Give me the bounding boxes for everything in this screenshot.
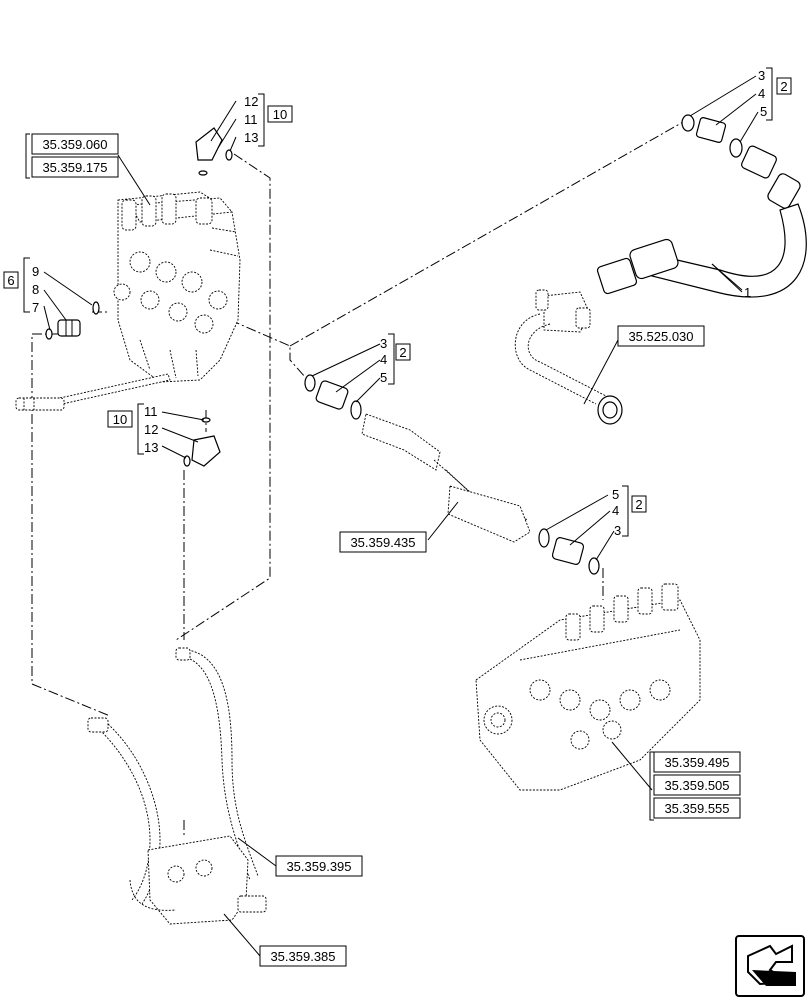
svg-text:2: 2 xyxy=(635,497,642,512)
callout-13: 13 xyxy=(144,440,158,455)
callout-13: 13 xyxy=(244,130,258,145)
svg-text:35.359.555: 35.359.555 xyxy=(664,801,729,816)
callout-hose-1: 1 xyxy=(744,285,751,300)
control-cable-left xyxy=(15,373,171,411)
control-valve-bottom xyxy=(129,835,267,925)
svg-text:35.359.505: 35.359.505 xyxy=(664,778,729,793)
fitting-left xyxy=(45,301,100,340)
ref-box-35-359-555[interactable]: 35.359.555 xyxy=(653,797,741,819)
elbow-fitting-bottom xyxy=(183,417,221,467)
ref-box-35-359-435[interactable]: 35.359.435 xyxy=(339,531,427,553)
callout-12: 12 xyxy=(244,94,258,109)
svg-text:35.359.175: 35.359.175 xyxy=(42,160,107,175)
ref-box-35-359-495[interactable]: 35.359.495 xyxy=(653,751,741,773)
ref-box-35-359-395[interactable]: 35.359.395 xyxy=(275,855,363,877)
svg-text:35.359.385: 35.359.385 xyxy=(270,949,335,964)
fitting-right xyxy=(538,528,600,575)
svg-text:10: 10 xyxy=(273,107,287,122)
callout-3: 3 xyxy=(758,68,765,83)
svg-text:6: 6 xyxy=(7,273,14,288)
svg-text:35.359.435: 35.359.435 xyxy=(350,535,415,550)
svg-text:35.359.060: 35.359.060 xyxy=(42,137,107,152)
svg-text:10: 10 xyxy=(113,412,127,427)
ref-box-35-359-385[interactable]: 35.359.385 xyxy=(259,945,347,967)
fitting-middle xyxy=(304,374,362,420)
kit-box-2-top: 2 xyxy=(776,77,792,95)
hose-assembly-top-right xyxy=(596,114,807,298)
kit-box-2-mid: 2 xyxy=(395,343,411,361)
leader-lines xyxy=(43,75,759,957)
callout-4: 4 xyxy=(612,503,619,518)
callout-brackets xyxy=(23,67,773,821)
callout-11: 11 xyxy=(144,404,158,419)
control-valve-top xyxy=(113,191,241,383)
svg-text:35.359.395: 35.359.395 xyxy=(286,859,351,874)
ref-box-35-359-175[interactable]: 35.359.175 xyxy=(31,156,119,178)
dotted-hose-middle xyxy=(361,413,531,543)
svg-text:2: 2 xyxy=(399,345,406,360)
callouts-mid-fitting: 3 4 5 xyxy=(380,336,387,385)
callouts-top-elbow: 12 11 13 xyxy=(244,94,258,145)
callouts-top-right-fitting: 3 4 5 xyxy=(758,68,767,119)
callout-11: 11 xyxy=(244,112,258,127)
callout-3: 3 xyxy=(380,336,387,351)
svg-text:35.525.030: 35.525.030 xyxy=(628,329,693,344)
callouts-right-fitting: 5 4 3 xyxy=(612,487,621,538)
control-valve-right xyxy=(475,583,701,791)
callout-12: 12 xyxy=(144,422,158,437)
ref-box-35-359-060[interactable]: 35.359.060 xyxy=(31,133,119,155)
ref-box-35-525-030[interactable]: 35.525.030 xyxy=(617,325,705,347)
callout-5: 5 xyxy=(760,104,767,119)
callout-4: 4 xyxy=(758,86,765,101)
svg-text:2: 2 xyxy=(780,79,787,94)
callout-4: 4 xyxy=(380,352,387,367)
callout-9: 9 xyxy=(32,264,39,279)
kit-box-6: 6 xyxy=(3,271,19,289)
svg-text:35.359.495: 35.359.495 xyxy=(664,755,729,770)
kit-box-2-right: 2 xyxy=(631,495,647,513)
callout-5: 5 xyxy=(380,370,387,385)
callout-8: 8 xyxy=(32,282,39,297)
callouts-left-fitting: 9 8 7 xyxy=(32,264,39,315)
callouts-bottom-elbow: 11 12 13 xyxy=(144,404,158,455)
callout-3: 3 xyxy=(614,523,621,538)
elbow-fitting-top xyxy=(195,127,233,176)
bottom-hoses xyxy=(87,647,259,905)
callout-5: 5 xyxy=(612,487,619,502)
ref-box-35-359-505[interactable]: 35.359.505 xyxy=(653,774,741,796)
page-navigation-arrow-icon[interactable] xyxy=(735,935,805,997)
tee-and-pipe xyxy=(514,289,623,425)
kit-box-10-mid: 10 xyxy=(107,410,133,428)
kit-box-10-top: 10 xyxy=(267,105,293,123)
callout-7: 7 xyxy=(32,300,39,315)
